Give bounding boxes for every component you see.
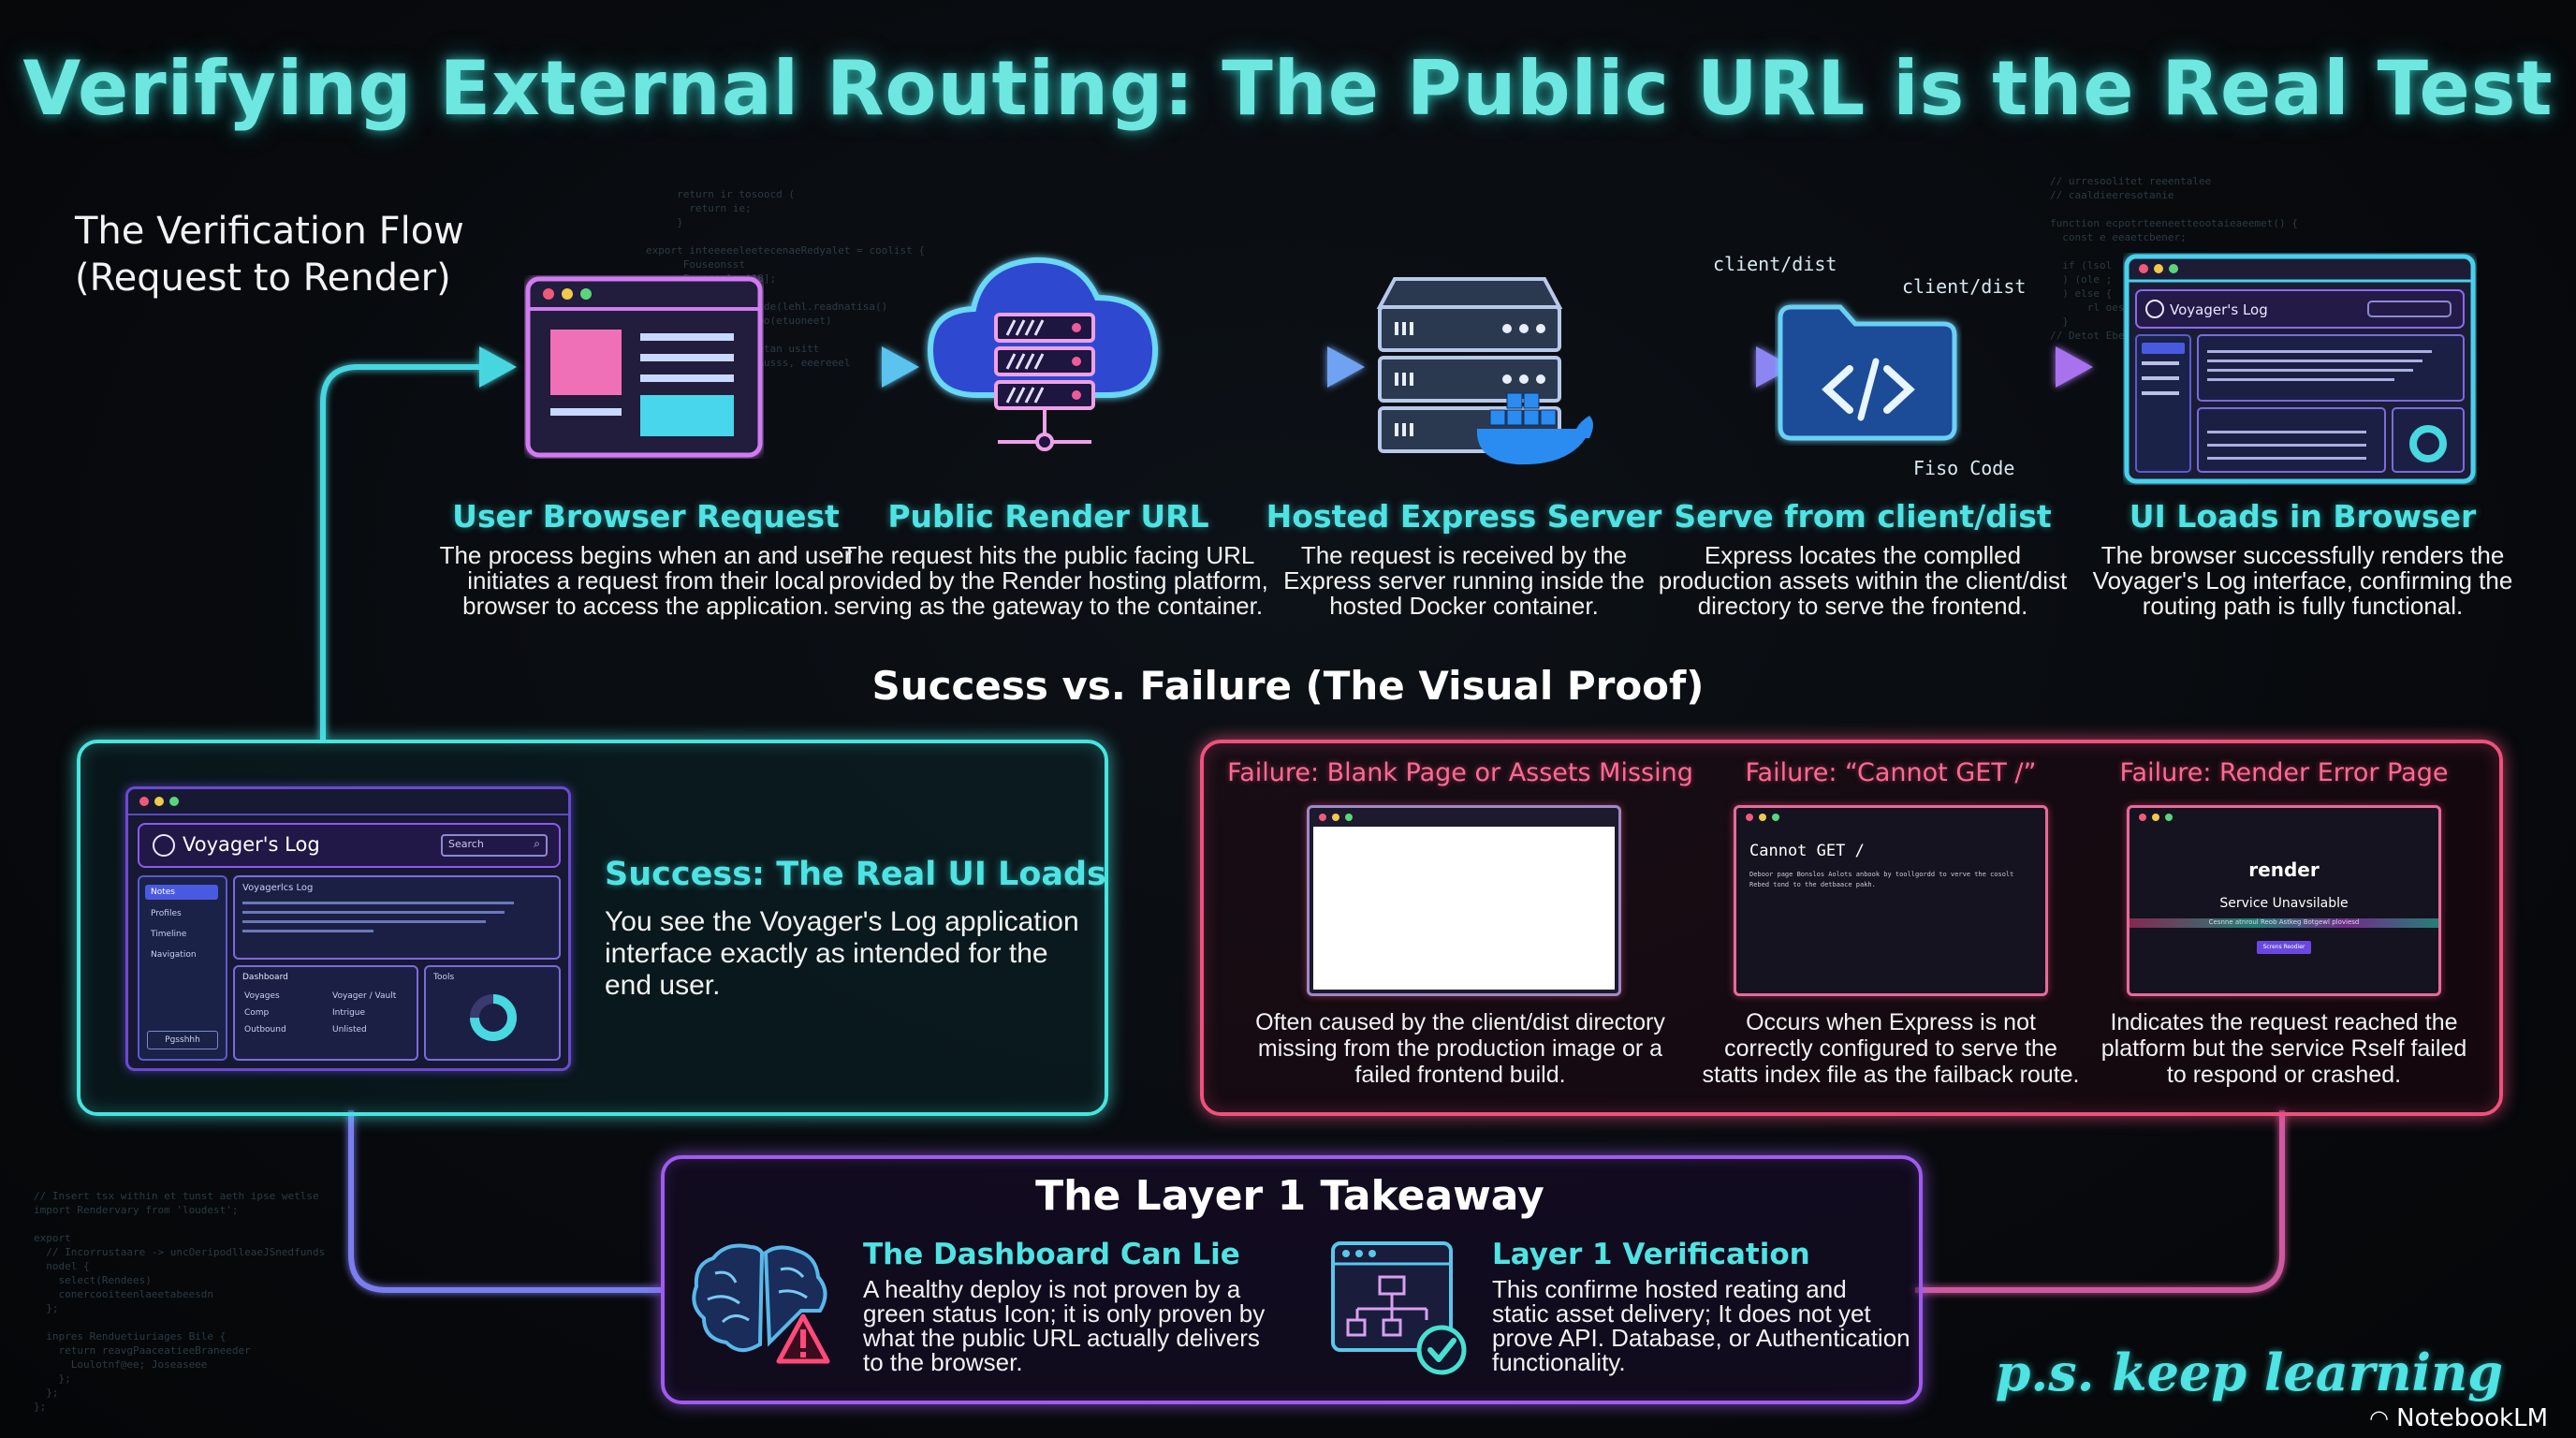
sidebar-item-profiles[interactable]: Profiles	[151, 909, 182, 918]
step-title-5: UI Loads in Browser	[2129, 498, 2477, 535]
takeaway-left-title: The Dashboard Can Lie	[863, 1238, 1240, 1271]
failure-title-1: Failure: Blank Page or Assets Missing	[1227, 758, 1693, 787]
step-title-4: Serve from client/dist	[1674, 498, 2052, 535]
cannot-get-screenshot: Cannot GET / Deboor page Bonslos Aolots …	[1734, 805, 2048, 996]
docker-server-icon	[1376, 277, 1593, 465]
app-screenshot-success: Voyager's Log Search ⌕ Notes Profiles Ti…	[125, 786, 571, 1071]
notebooklm-logo-icon: ◠	[2368, 1405, 2389, 1431]
takeaway-title: The Layer 1 Takeaway	[1035, 1172, 1544, 1220]
arrow-head-1	[479, 346, 517, 388]
loop-connector-bottom-left	[348, 1110, 661, 1293]
arrow-head-3	[1327, 346, 1365, 388]
flow-title-line1: The Verification Flow	[75, 210, 464, 253]
failure-desc-1: Often caused by the client/dist director…	[1255, 1009, 1665, 1088]
blank-page-screenshot	[1307, 805, 1621, 996]
sidebar-footer-button[interactable]: Pgsshhh	[147, 1031, 218, 1049]
page-title: Verifying External Routing: The Public U…	[22, 45, 2554, 132]
donut-chart-icon	[470, 994, 517, 1041]
arrow-head-2	[882, 346, 919, 388]
render-error-screenshot: render Service Unavsilable Cesnne atnrou…	[2127, 805, 2441, 996]
flow-section-title: The Verification Flow (Request to Render…	[75, 208, 464, 301]
step-title-3: Hosted Express Server	[1266, 498, 1662, 535]
folder-label-bottom: Fiso Code	[1913, 457, 2015, 479]
background-code-left: // Insert tsx within et tunst aeth ipse …	[34, 1190, 326, 1413]
arrow-head-5	[2056, 346, 2093, 388]
failure-title-3: Failure: Render Error Page	[2119, 758, 2449, 787]
step-title-1: User Browser Request	[452, 498, 840, 535]
cannot-get-text: Cannot GET /	[1749, 842, 1865, 860]
render-logo-text: render	[2248, 858, 2320, 881]
keep-learning-signature: p.s. keep learning	[1995, 1343, 2503, 1402]
sidebar-item-notes[interactable]: Notes	[145, 885, 218, 900]
service-unavailable-text: Service Unavsilable	[2219, 896, 2349, 911]
app-search-input[interactable]: Search ⌕	[441, 834, 548, 857]
app-stat-panel: Tools	[424, 965, 561, 1061]
takeaway-right-title: Layer 1 Verification	[1492, 1238, 1810, 1271]
verification-network-icon	[1331, 1241, 1467, 1375]
app-name: Voyager's Log	[183, 833, 320, 856]
app-window-icon: Voyager's Log	[2124, 254, 2476, 484]
failure-title-2: Failure: “Cannot GET /”	[1745, 758, 2037, 787]
app-sidebar: Notes Profiles Timeline Navigation Pgssh…	[138, 875, 227, 1061]
loop-connector-bottom-right	[1915, 1110, 2285, 1293]
app-log-panel: Voyagerlcs Log	[233, 875, 561, 960]
sidebar-item-navigation[interactable]: Navigation	[151, 950, 197, 960]
code-folder-icon	[1778, 304, 1957, 441]
compass-icon	[153, 834, 175, 857]
app-header: Voyager's Log Search ⌕	[138, 823, 561, 868]
success-title: Success: The Real UI Loads	[605, 856, 1106, 893]
arrow-head-4	[1756, 346, 1793, 388]
svg-text:Voyager's Log: Voyager's Log	[2170, 301, 2268, 318]
folder-label-left: client/dist	[1713, 253, 1837, 275]
search-icon: ⌕	[534, 837, 540, 850]
app-dashboard-panel: Dashboard Voyages Voyager / Vault Comp I…	[233, 965, 418, 1061]
flow-title-line2: (Request to Render)	[75, 257, 451, 300]
browser-window-icon	[525, 276, 763, 458]
sidebar-item-timeline[interactable]: Timeline	[151, 930, 187, 939]
loop-connector-left	[320, 364, 479, 740]
render-retry-button[interactable]: Screns Reodier	[2257, 941, 2311, 954]
takeaway-panel	[661, 1155, 1923, 1404]
cloud-server-icon	[927, 257, 1159, 451]
success-failure-title: Success vs. Failure (The Visual Proof)	[871, 663, 1705, 709]
notebooklm-brand: ◠ NotebookLM	[2368, 1404, 2548, 1432]
step-title-2: Public Render URL	[887, 498, 1209, 535]
brain-warning-icon	[692, 1243, 830, 1364]
folder-label-top: client/dist	[1902, 275, 2027, 298]
